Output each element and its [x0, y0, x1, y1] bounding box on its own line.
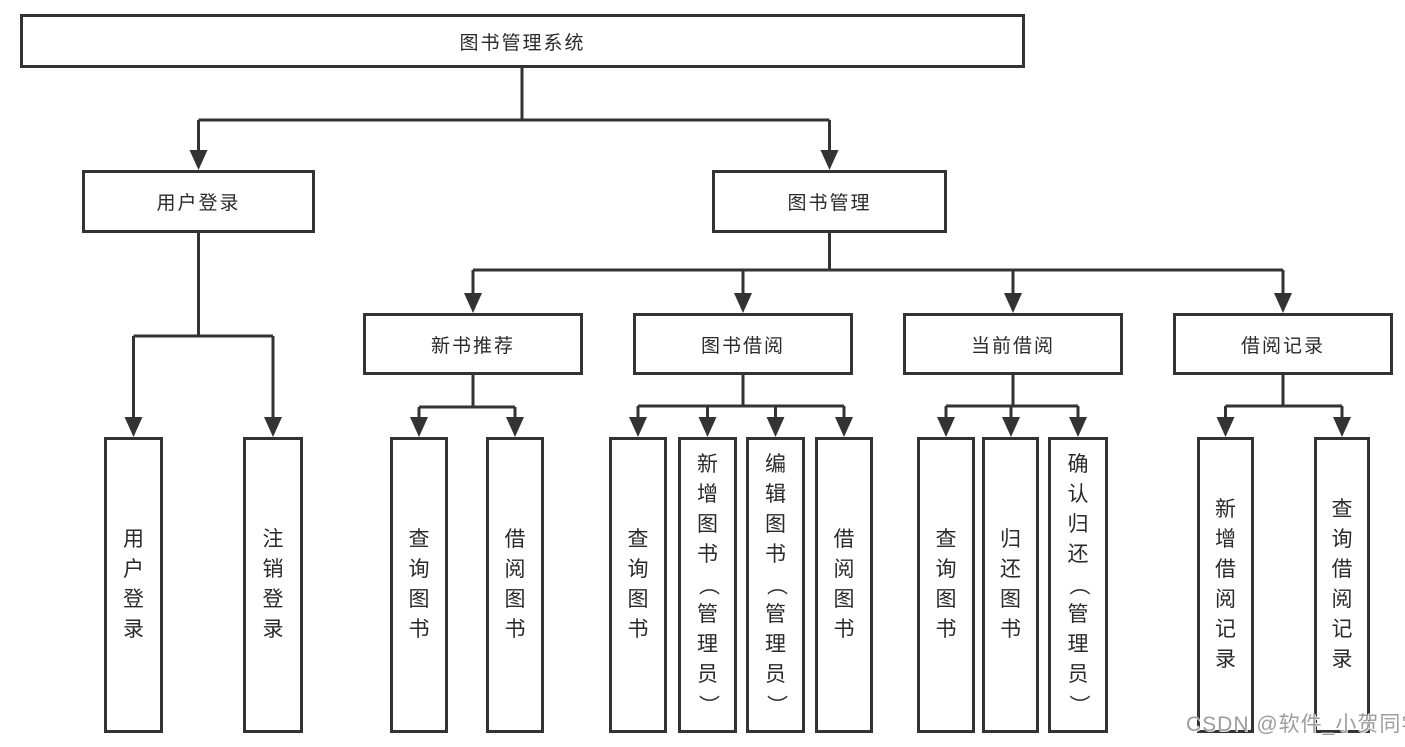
leaf-borrowing-edit: 编辑图书（管理员）	[746, 437, 805, 733]
node-new-book-recommend: 新书推荐	[363, 313, 583, 375]
connector-userlogin-to-leaves	[124, 233, 282, 437]
node-book-borrowing: 图书借阅	[633, 313, 853, 375]
node-label: 用户登录	[156, 193, 241, 214]
node-current-borrowing: 当前借阅	[903, 313, 1123, 375]
node-borrow-records: 借阅记录	[1173, 313, 1393, 375]
leaf-current-query: 查询图书	[917, 437, 975, 733]
connector-root-to-level2	[189, 68, 839, 170]
leaf-label: 查询图书	[408, 528, 430, 641]
node-label: 图书借阅	[700, 335, 785, 357]
node-label: 新书推荐	[430, 335, 515, 357]
leaf-logout: 注销登录	[243, 437, 303, 733]
leaf-label: 查询图书	[935, 528, 957, 641]
node-root: 图书管理系统	[20, 14, 1025, 68]
leaf-newbook-borrow: 借阅图书	[486, 437, 544, 733]
leaf-label: 注销登录	[262, 528, 284, 641]
connector-currentborrow-to-leaves	[937, 375, 1087, 437]
leaf-newbook-query: 查询图书	[390, 437, 448, 733]
leaf-label: 借阅图书	[504, 528, 526, 641]
leaf-current-return: 归还图书	[982, 437, 1039, 733]
node-label: 借阅记录	[1240, 335, 1325, 357]
leaf-borrowing-borrow: 借阅图书	[815, 437, 873, 733]
leaf-label: 确认归还（管理员）	[1067, 453, 1090, 716]
leaf-label: 编辑图书（管理员）	[764, 453, 788, 716]
leaf-record-query: 查询借阅记录	[1314, 437, 1370, 733]
leaf-label: 新增图书（管理员）	[696, 453, 720, 716]
node-book-management: 图书管理	[712, 170, 947, 233]
leaf-user-login: 用户登录	[104, 437, 163, 733]
leaf-label: 查询借阅记录	[1331, 498, 1353, 671]
connector-bookborrow-to-leaves	[629, 375, 853, 437]
node-label: 图书管理	[787, 193, 872, 214]
leaf-record-add: 新增借阅记录	[1197, 437, 1254, 733]
node-user-login: 用户登录	[82, 170, 315, 233]
leaf-label: 新增借阅记录	[1215, 498, 1236, 671]
leaf-label: 用户登录	[123, 528, 144, 641]
leaf-label: 借阅图书	[833, 528, 855, 641]
leaf-label: 归还图书	[1000, 528, 1021, 641]
connector-bookmgmt-to-level3	[464, 233, 1292, 313]
node-root-label: 图书管理系统	[459, 32, 586, 54]
connector-newbook-to-leaves	[410, 375, 524, 437]
node-label: 当前借阅	[970, 335, 1055, 357]
leaf-borrowing-query: 查询图书	[609, 437, 667, 733]
leaf-borrowing-add: 新增图书（管理员）	[678, 437, 737, 733]
leaf-current-confirm: 确认归还（管理员）	[1048, 437, 1108, 733]
leaf-label: 查询图书	[627, 528, 649, 641]
connector-records-to-leaves	[1216, 375, 1351, 437]
csdn-watermark: CSDN @软件_小贺同学	[1186, 713, 1405, 736]
